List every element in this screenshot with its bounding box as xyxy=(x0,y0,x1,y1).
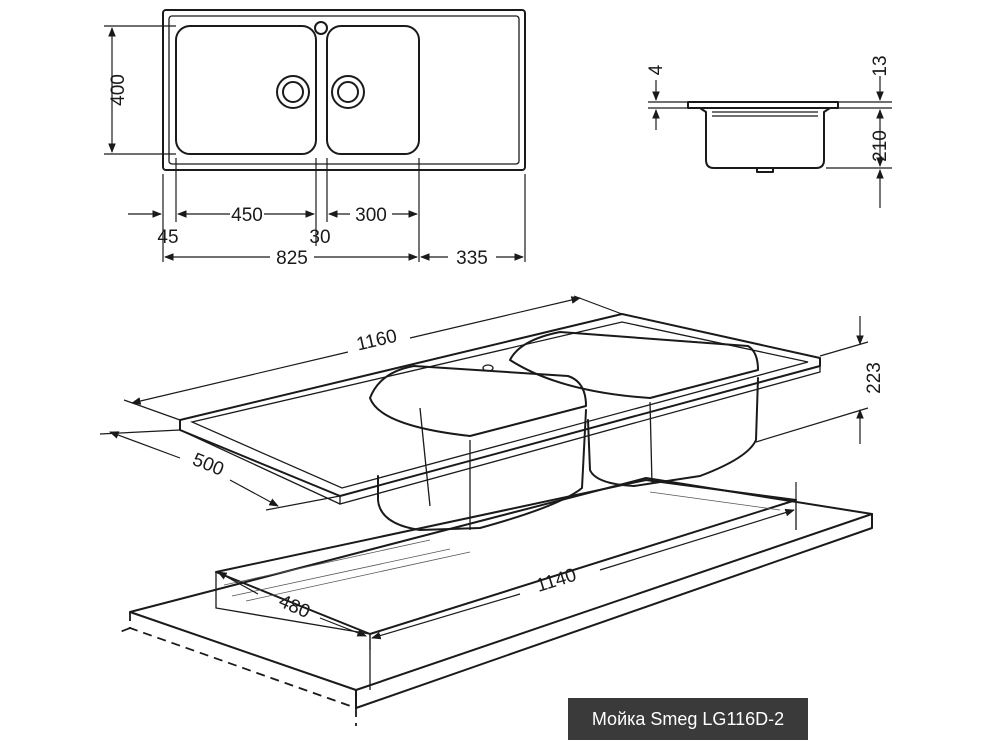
top-view: 400 450 300 45 30 825 335 xyxy=(104,9,526,269)
drain-left-inner xyxy=(282,81,304,103)
countertop-front xyxy=(355,513,873,709)
tap-hole xyxy=(314,21,328,35)
rim-section xyxy=(687,101,839,109)
bowl-right xyxy=(326,25,420,155)
dim-depth-label: 210 xyxy=(870,130,891,162)
caption-text: Мойка Smeg LG116D-2 xyxy=(591,708,785,729)
sink-top-surface xyxy=(179,313,821,497)
cutout-length-label: 1140 xyxy=(534,565,579,597)
bowl-right-rim xyxy=(509,331,759,399)
dim-length-label: 1160 xyxy=(354,326,399,356)
sink-inner-rim xyxy=(168,15,520,165)
dim-top-label: 13 xyxy=(870,55,891,76)
dim-bowls-total-label: 825 xyxy=(276,248,308,269)
drain-left-outer xyxy=(276,75,310,109)
dim-rim-label: 4 xyxy=(646,64,667,75)
dim-height-label: 400 xyxy=(108,74,129,106)
dim-height-iso-label: 223 xyxy=(864,362,885,394)
drain-right-inner xyxy=(337,81,359,103)
iso-view: 1160 500 223 1140 480 xyxy=(99,295,885,726)
dim-bowl1-label: 450 xyxy=(231,205,263,226)
side-view: 4 13 210 xyxy=(646,55,892,208)
bowl-left-rim xyxy=(369,365,587,437)
caption-badge: Мойка Smeg LG116D-2 xyxy=(568,698,808,740)
dim-width-label: 500 xyxy=(189,449,226,480)
dim-drainer-label: 335 xyxy=(456,248,488,269)
dim-gap-label: 30 xyxy=(309,227,330,248)
tap-hole-iso xyxy=(482,364,494,372)
drain-right-outer xyxy=(331,75,365,109)
sink-outline-top xyxy=(162,9,526,171)
drain-section xyxy=(756,167,774,173)
cutout-width-label: 480 xyxy=(275,591,313,623)
dim-bowl2-label: 300 xyxy=(355,205,387,226)
dim-offset-label: 45 xyxy=(157,227,178,248)
bowl-section xyxy=(699,107,831,169)
bowl-left xyxy=(175,25,317,155)
